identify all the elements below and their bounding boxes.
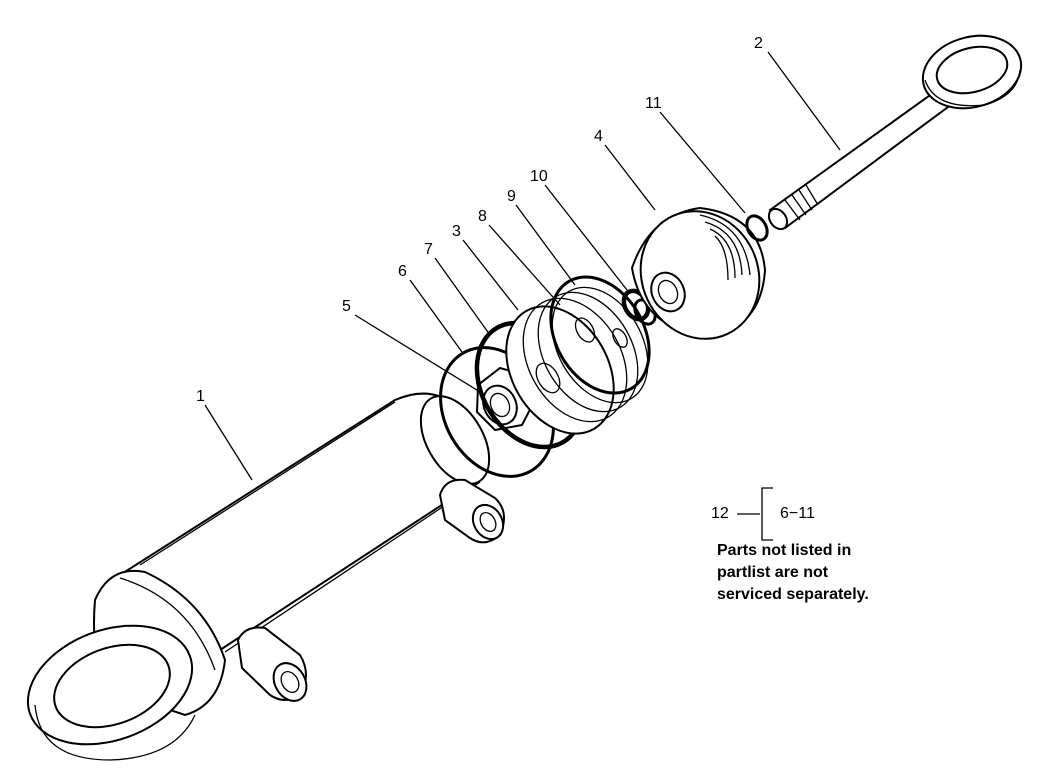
leader-11: [659, 111, 746, 214]
o-ring-medium: [549, 275, 651, 395]
callout-3: 3: [452, 223, 461, 240]
leader-10: [544, 184, 628, 291]
leader-lines: [204, 51, 841, 481]
kit-bracket: [737, 487, 773, 541]
cylinder-barrel: [26, 392, 505, 761]
callout-5: 5: [342, 298, 351, 315]
callout-8: 8: [478, 208, 487, 225]
callout-labels: 1 2 3 4 5 6 7 8 9 10 11: [196, 35, 763, 405]
leader-3: [462, 239, 519, 311]
cylinder-head: [630, 206, 767, 340]
o-ring-small: [745, 214, 769, 242]
leader-2: [767, 51, 841, 151]
callout-4: 4: [594, 128, 603, 145]
callout-10: 10: [530, 168, 548, 185]
callout-2: 2: [754, 35, 763, 52]
leader-6: [409, 279, 463, 353]
leader-5: [354, 314, 486, 396]
leader-8: [488, 224, 561, 306]
leader-4: [604, 144, 656, 211]
leader-1: [204, 404, 253, 481]
kit-number: 12: [711, 505, 729, 522]
callout-7: 7: [424, 241, 433, 258]
service-note: Parts not listed in partlist are not ser…: [717, 542, 869, 603]
kit-reference: 12 6−11: [708, 500, 858, 540]
callout-6: 6: [398, 263, 407, 280]
callout-1: 1: [196, 388, 205, 405]
callout-9: 9: [507, 188, 516, 205]
piston: [505, 286, 649, 435]
kit-range: 6−11: [780, 505, 815, 522]
callout-11: 11: [645, 95, 662, 112]
piston-rod: [767, 34, 1023, 231]
leader-9: [515, 204, 576, 286]
leader-7: [434, 257, 491, 336]
